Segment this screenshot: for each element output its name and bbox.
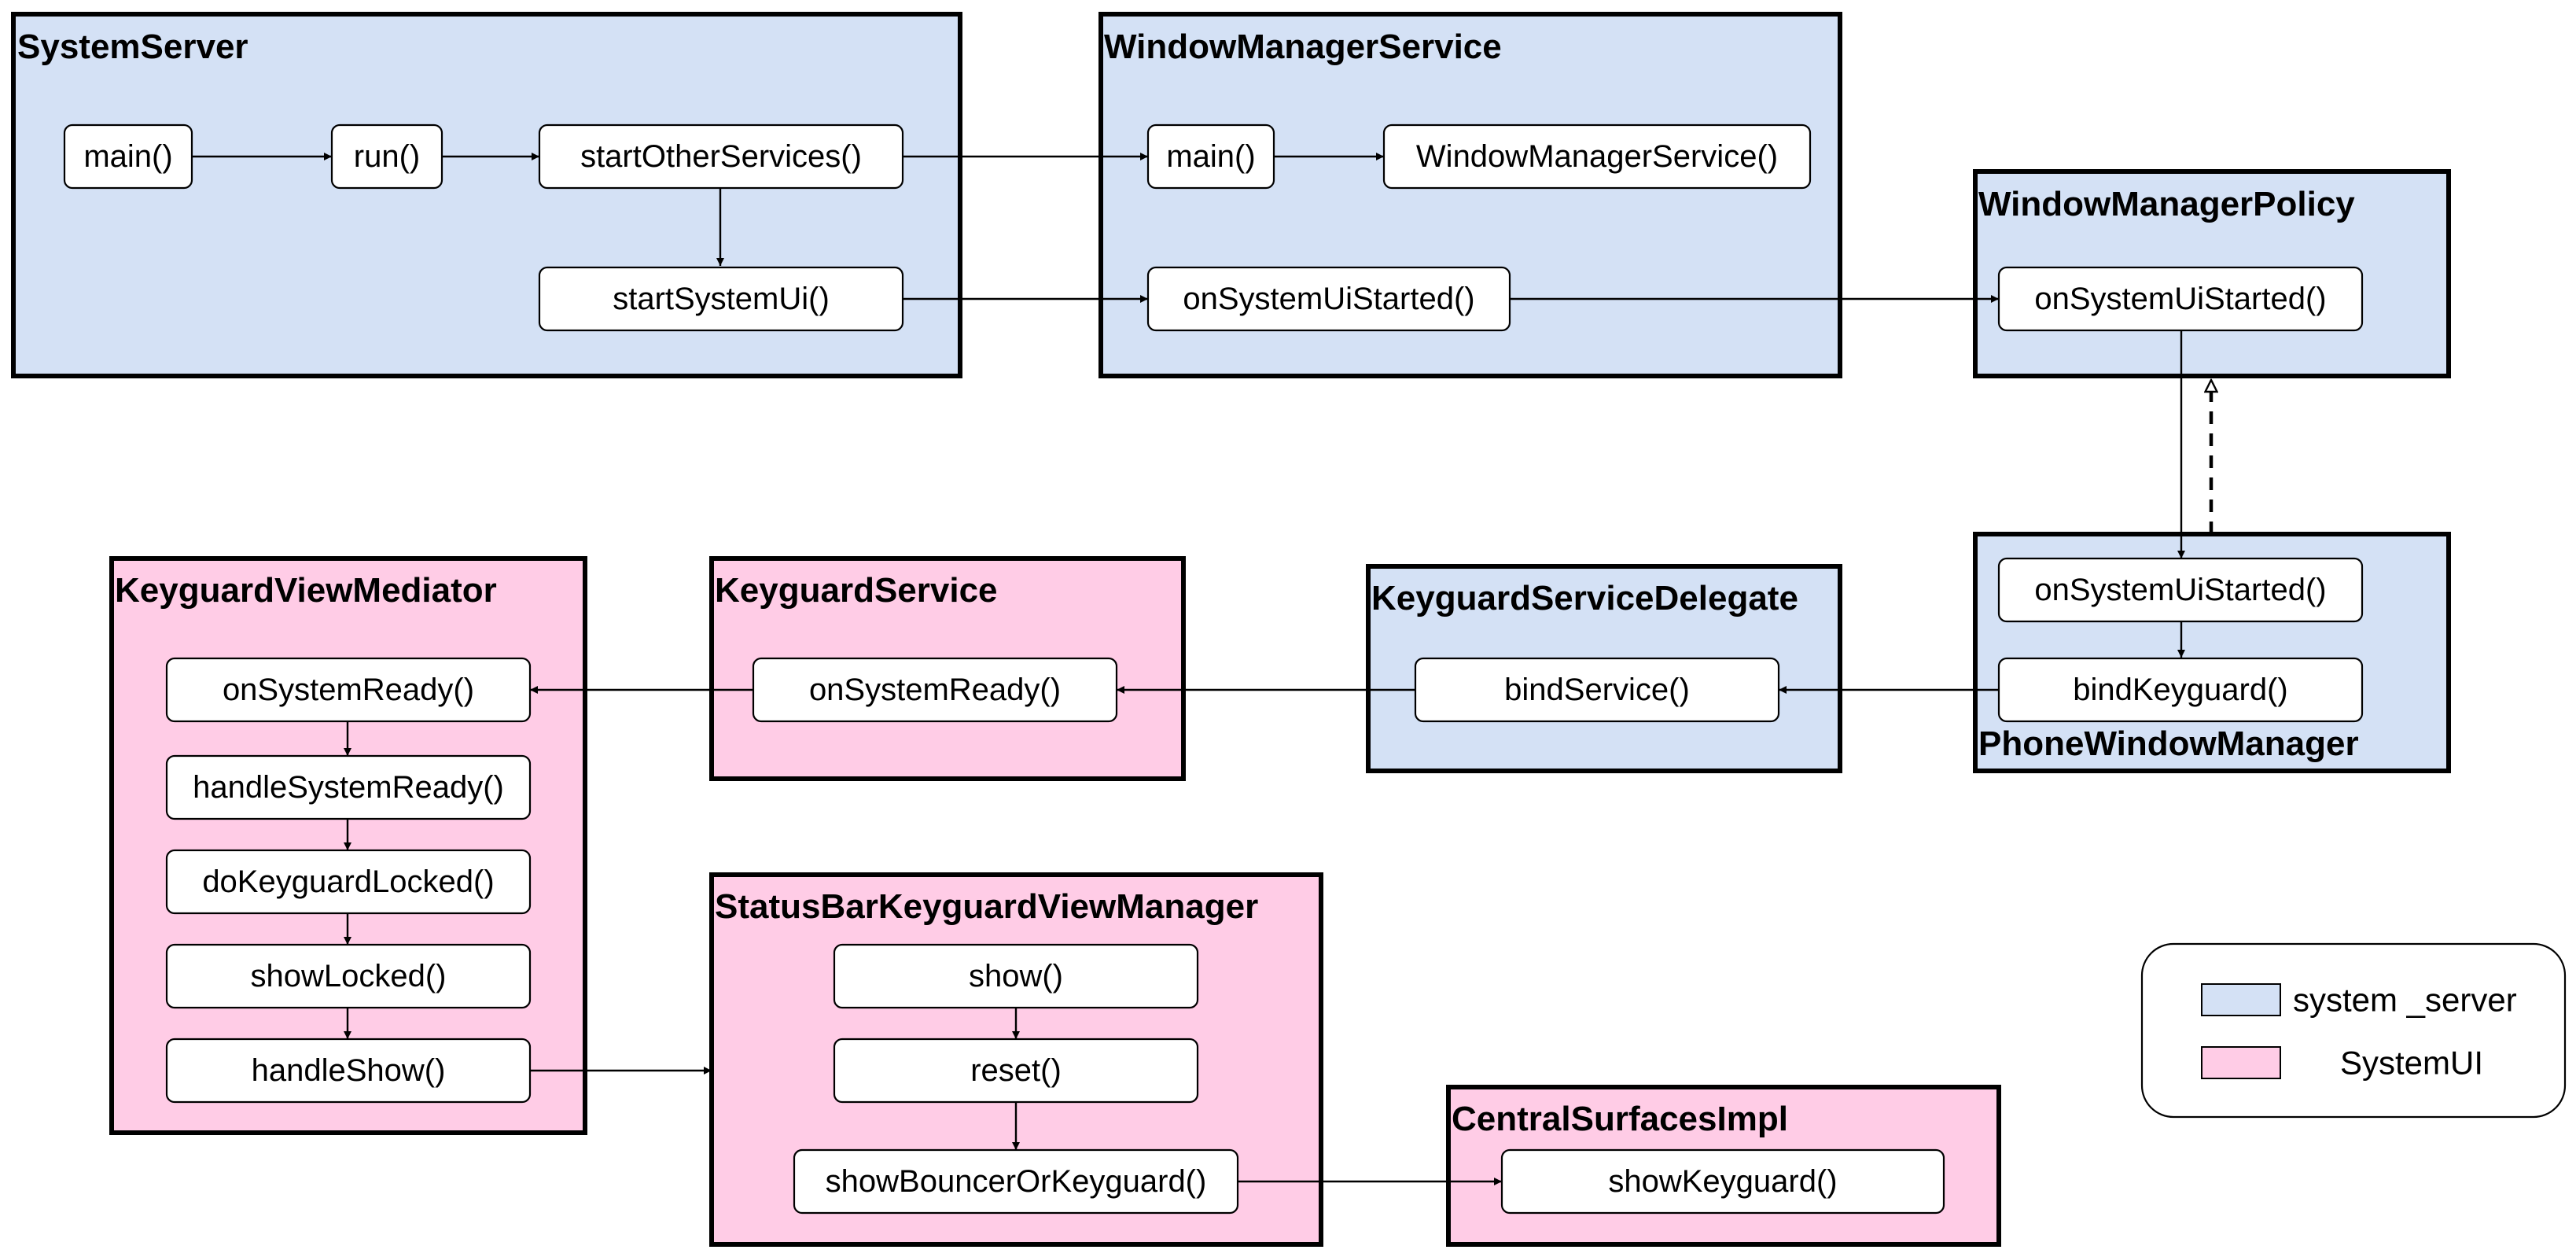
node-wmp-on-system-ui-started-label: onSystemUiStarted() (2034, 282, 2326, 316)
node-sb-reset[interactable]: reset() (833, 1038, 1199, 1104)
node-sb-show-bouncer-or-keyguard-label: showBouncerOrKeyguard() (826, 1164, 1207, 1199)
node-kvm-do-keyguard-locked-label: doKeyguardLocked() (202, 864, 494, 899)
node-wms-main[interactable]: main() (1146, 123, 1275, 190)
legend-swatch-system-server (2201, 983, 2281, 1016)
node-ks-on-system-ready[interactable]: onSystemReady() (752, 657, 1118, 723)
node-pwm-on-system-ui-started-label: onSystemUiStarted() (2034, 573, 2326, 607)
node-sb-show-bouncer-or-keyguard[interactable]: showBouncerOrKeyguard() (793, 1148, 1239, 1215)
node-wms-constructor[interactable]: WindowManagerService() (1382, 123, 1812, 190)
group-window-manager-service-title: WindowManagerService (1104, 28, 1502, 66)
group-status-bar-keyguard-view-manager-title: StatusBarKeyguardViewManager (715, 887, 1258, 926)
node-sb-show[interactable]: show() (833, 943, 1199, 1009)
node-ss-start-other-services-label: startOtherServices() (580, 139, 862, 174)
method-nodes: main() run() startOtherServices() startS… (63, 123, 2364, 1215)
node-ss-start-system-ui-label: startSystemUi() (613, 282, 830, 316)
node-wmp-on-system-ui-started[interactable]: onSystemUiStarted() (1997, 266, 2364, 332)
node-kvm-handle-system-ready[interactable]: handleSystemReady() (165, 754, 532, 820)
group-window-manager-policy-title: WindowManagerPolicy (1978, 185, 2355, 223)
group-keyguard-view-mediator-title: KeyguardViewMediator (115, 571, 497, 610)
node-ss-start-system-ui[interactable]: startSystemUi() (538, 266, 904, 332)
node-ksd-bind-service[interactable]: bindService() (1414, 657, 1780, 723)
node-ks-on-system-ready-label: onSystemReady() (809, 673, 1061, 707)
group-system-server-title: SystemServer (17, 28, 248, 66)
legend: system _server SystemUI (2140, 942, 2567, 1119)
group-central-surfaces-impl-title: CentralSurfacesImpl (1452, 1100, 1788, 1138)
node-ss-start-other-services[interactable]: startOtherServices() (538, 123, 904, 190)
node-ksd-bind-service-label: bindService() (1504, 673, 1690, 707)
node-ss-main-label: main() (83, 139, 172, 174)
legend-swatch-systemui (2201, 1046, 2281, 1079)
node-wms-main-label: main() (1166, 139, 1255, 174)
node-kvm-show-locked[interactable]: showLocked() (165, 943, 532, 1009)
legend-label-system-server: system _server (2293, 982, 2517, 1019)
group-phone-window-manager-title: PhoneWindowManager (1978, 724, 2359, 763)
node-kvm-do-keyguard-locked[interactable]: doKeyguardLocked() (165, 849, 532, 915)
node-sb-show-label: show() (969, 959, 1063, 993)
node-csi-show-keyguard[interactable]: showKeyguard() (1500, 1148, 1945, 1215)
node-kvm-show-locked-label: showLocked() (250, 959, 446, 993)
group-system-server: SystemServer (11, 12, 962, 378)
node-wms-constructor-label: WindowManagerService() (1416, 139, 1778, 174)
node-kvm-handle-show-label: handleShow() (252, 1053, 446, 1088)
group-keyguard-service-title: KeyguardService (715, 571, 998, 610)
node-kvm-handle-show[interactable]: handleShow() (165, 1038, 532, 1104)
legend-label-systemui: SystemUI (2340, 1045, 2483, 1082)
node-wms-on-system-ui-started-label: onSystemUiStarted() (1183, 282, 1474, 316)
legend-box (2140, 942, 2567, 1119)
node-sb-reset-label: reset() (970, 1053, 1062, 1088)
node-ss-run-label: run() (354, 139, 420, 174)
node-kvm-on-system-ready-label: onSystemReady() (223, 673, 474, 707)
node-pwm-bind-keyguard-label: bindKeyguard() (2073, 673, 2288, 707)
node-wms-on-system-ui-started[interactable]: onSystemUiStarted() (1146, 266, 1511, 332)
node-ss-run[interactable]: run() (330, 123, 443, 190)
node-ss-main[interactable]: main() (63, 123, 193, 190)
group-keyguard-service-delegate-title: KeyguardServiceDelegate (1371, 579, 1798, 617)
connectors (192, 153, 2211, 1185)
node-pwm-on-system-ui-started[interactable]: onSystemUiStarted() (1997, 557, 2364, 623)
node-kvm-on-system-ready[interactable]: onSystemReady() (165, 657, 532, 723)
node-pwm-bind-keyguard[interactable]: bindKeyguard() (1997, 657, 2364, 723)
node-csi-show-keyguard-label: showKeyguard() (1608, 1164, 1837, 1199)
node-kvm-handle-system-ready-label: handleSystemReady() (193, 770, 504, 805)
